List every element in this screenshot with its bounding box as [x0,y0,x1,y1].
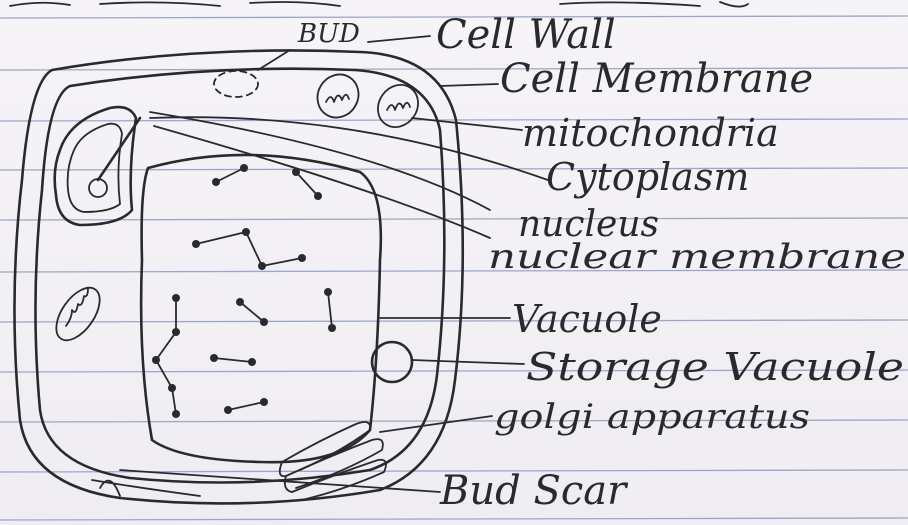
label-cell-membrane: Cell Membrane [500,56,813,102]
label-cytoplasm: Cytoplasm [546,155,749,199]
left-vacuole-dot [89,179,107,197]
labels: BUD Cell Wall Cell Membrane mitochondria… [297,12,906,514]
leader-lines [120,36,548,492]
cut-off-heading-scribble [10,2,748,7]
label-mitochondria: mitochondria [522,111,779,155]
label-bud: BUD [297,19,360,49]
chromosomes [152,164,336,418]
storage-vacuole-circle [372,342,412,382]
mitochondrion-1 [310,67,367,125]
bud-shape [214,71,258,97]
label-nuclear-membrane: nuclear membrane [488,237,906,277]
label-storage-vacuole: Storage Vacuole [526,345,904,389]
mitochondrion-3 [48,280,109,348]
label-cell-wall: Cell Wall [436,12,616,58]
label-bud-scar: Bud Scar [439,468,629,514]
left-vacuole-outer [55,107,136,225]
left-vacuole-inner [68,124,122,212]
label-vacuole: Vacuole [512,297,662,341]
label-golgi-apparatus: golgi apparatus [494,397,810,437]
mitochondrion-2 [370,77,426,135]
cell-membrane-outline [35,69,444,483]
